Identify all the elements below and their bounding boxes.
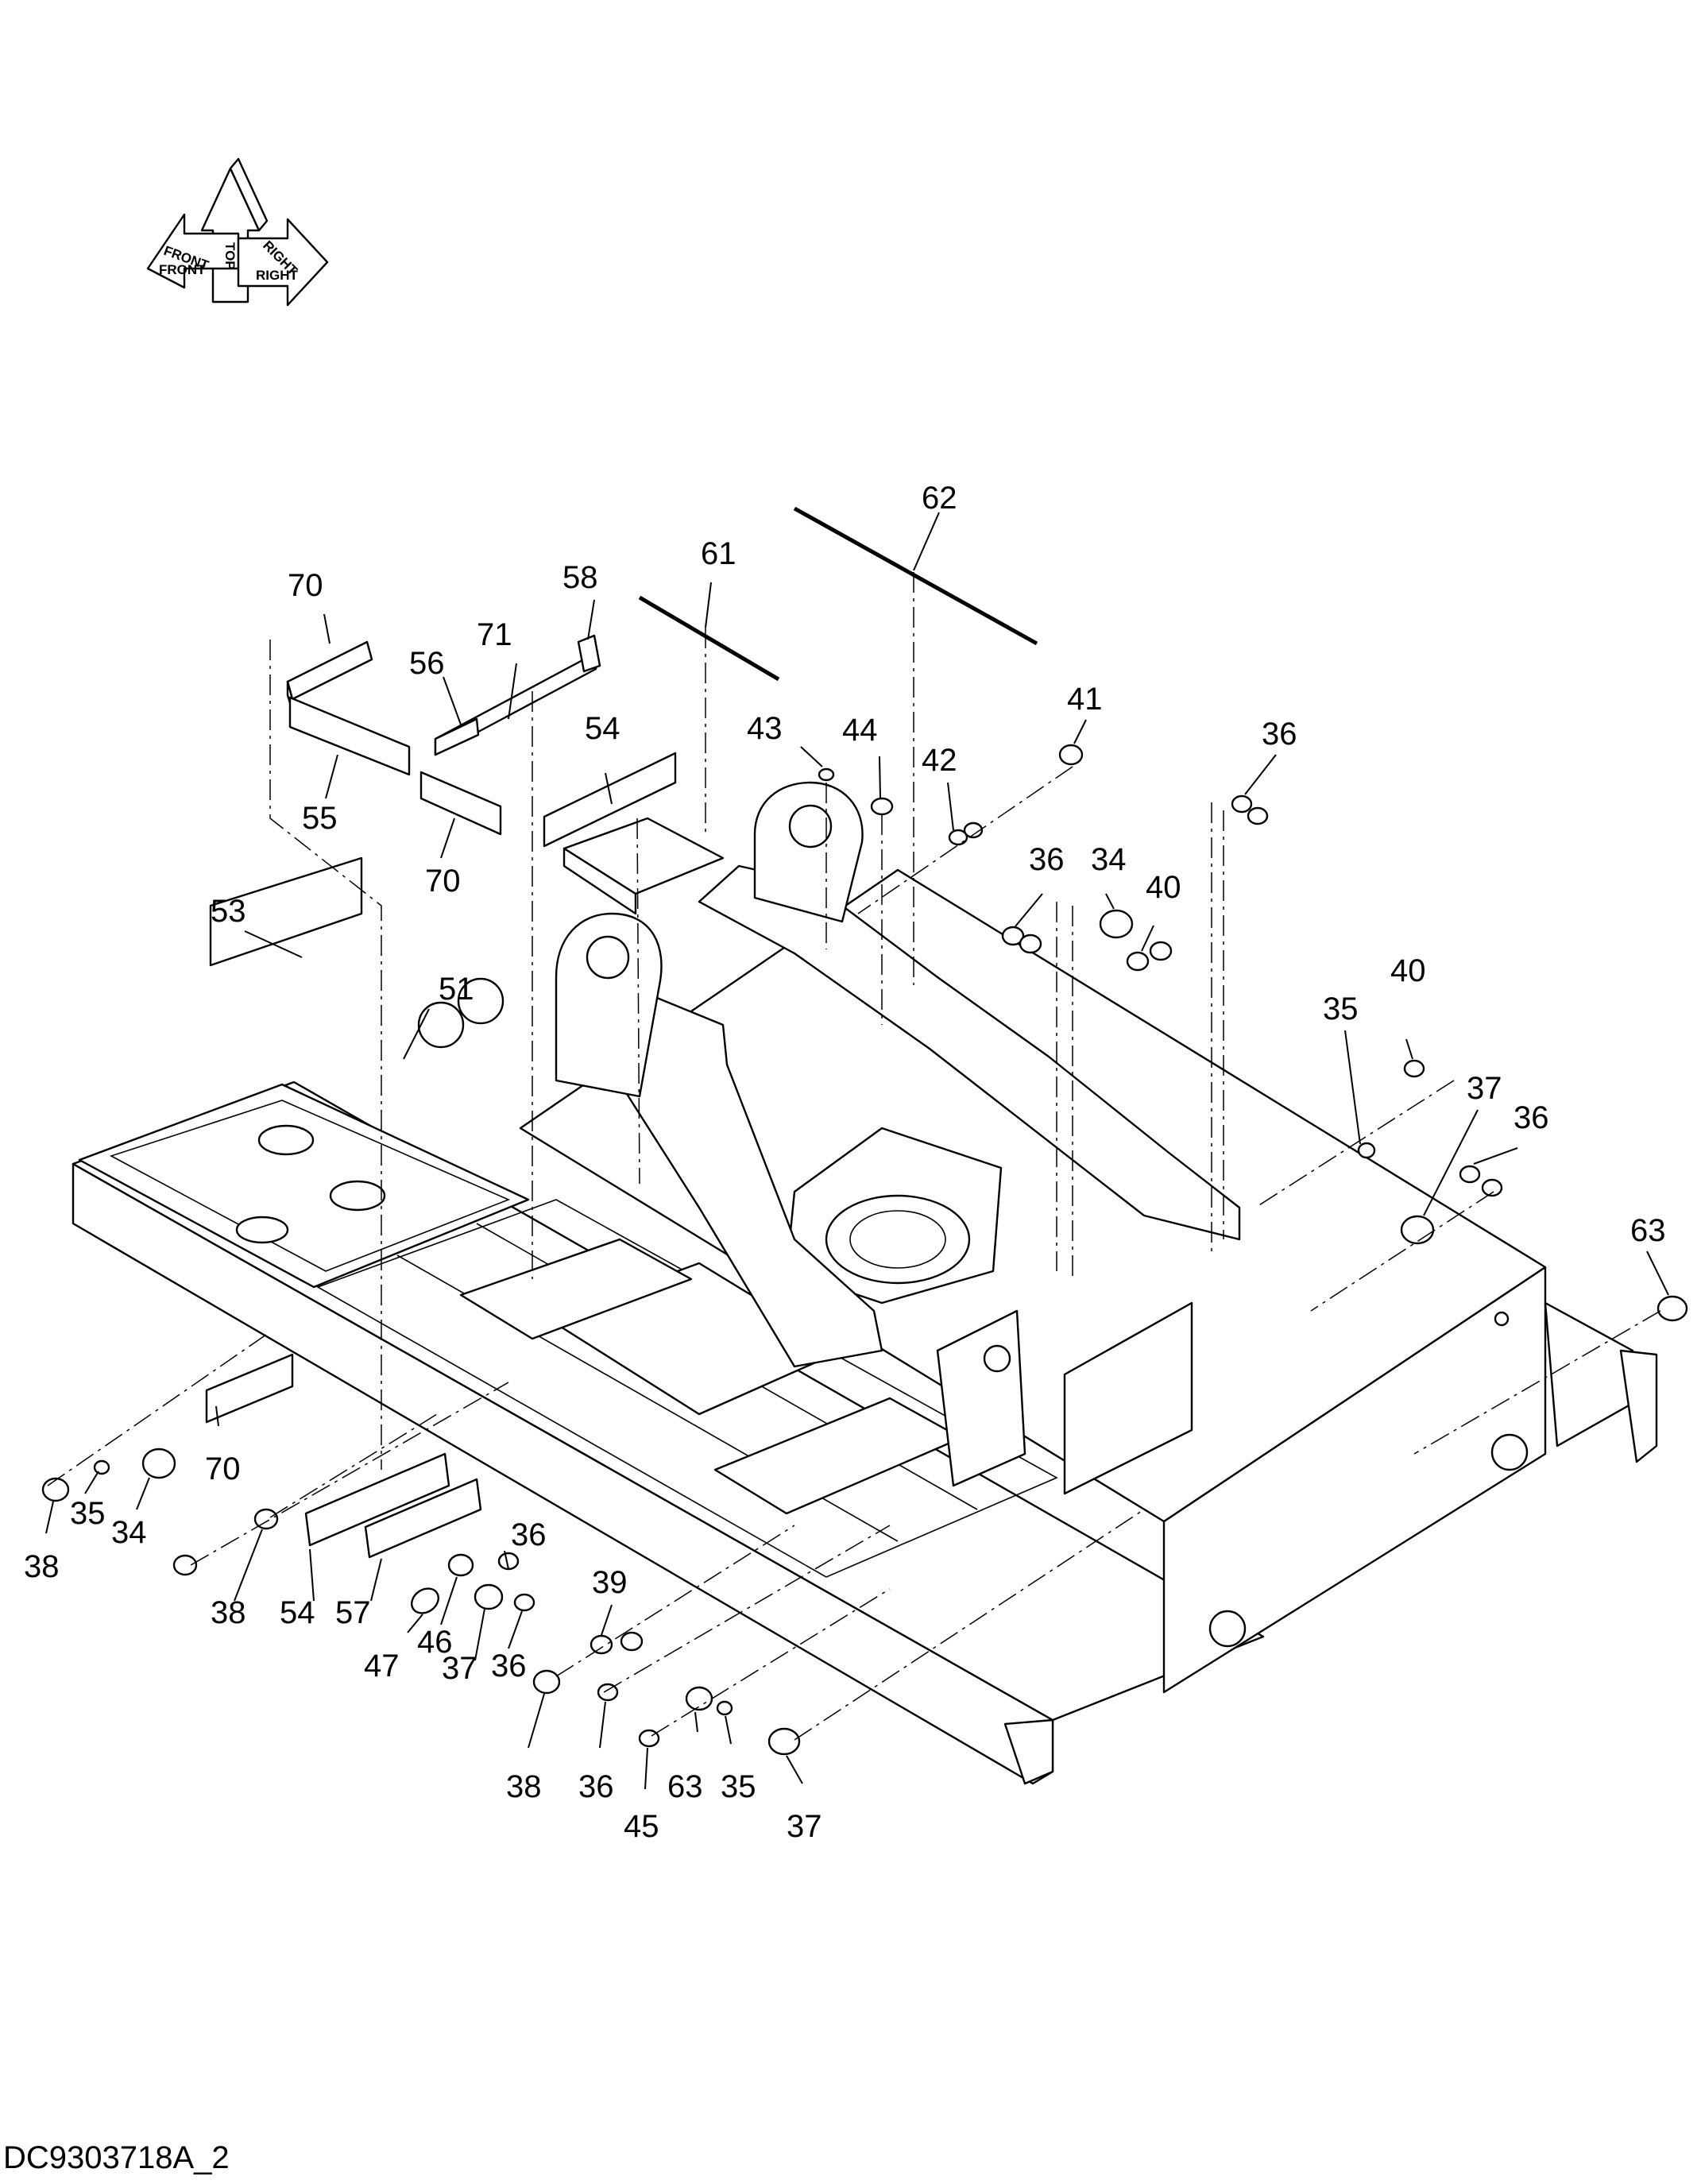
callout-43: 43 (747, 711, 783, 746)
callout-39: 39 (592, 1565, 628, 1600)
callout-54-top: 54 (585, 711, 620, 746)
callout-35-center: 35 (721, 1769, 756, 1804)
callout-41: 41 (1067, 682, 1103, 717)
callout-40-top: 40 (1146, 870, 1181, 905)
callout-71: 71 (477, 617, 512, 652)
orientation-right-label: RIGHT (256, 268, 299, 283)
callout-36-center: 36 (511, 1517, 547, 1552)
callout-61: 61 (701, 536, 736, 571)
drawing-code: DC9303718A_2 (3, 2140, 230, 2175)
upper-frame (72, 781, 1658, 1785)
callout-38-left: 38 (24, 1549, 60, 1584)
callout-37-right: 37 (1467, 1071, 1502, 1106)
callout-42: 42 (922, 743, 957, 778)
callout-36-right: 36 (1514, 1100, 1549, 1135)
callout-54-bottom: 54 (280, 1595, 315, 1630)
callout-58: 58 (562, 560, 598, 595)
callout-36-top-right: 36 (1262, 717, 1297, 752)
callout-36-mid: 36 (1029, 842, 1065, 877)
assembly-lines (47, 572, 1661, 1741)
callout-70-bottom: 70 (205, 1451, 241, 1486)
callout-38-bottom: 38 (211, 1595, 246, 1630)
callout-51: 51 (439, 972, 474, 1007)
callout-70-top: 70 (288, 568, 323, 603)
callout-63-center: 63 (667, 1769, 703, 1804)
direction-arrows-icon: TOP FRONT FRONT RIGHT RIGHT (146, 157, 329, 307)
callout-53: 53 (211, 894, 246, 929)
leader-lines (45, 512, 1669, 1790)
callout-44: 44 (842, 713, 878, 748)
callout-57: 57 (335, 1595, 371, 1630)
orientation-top-label: TOP (222, 242, 238, 270)
callout-36-center-low: 36 (491, 1649, 527, 1683)
callout-40-right: 40 (1390, 953, 1426, 988)
callout-70-mid: 70 (425, 864, 461, 899)
callout-37-low: 37 (787, 1809, 822, 1844)
callout-62: 62 (922, 481, 957, 516)
loose-parts (41, 506, 1688, 1756)
callout-38-center: 38 (506, 1769, 542, 1804)
callout-47: 47 (364, 1649, 400, 1683)
callout-46: 46 (417, 1625, 453, 1660)
callout-37-center: 37 (442, 1651, 477, 1686)
orientation-front-label: FRONT (159, 262, 206, 277)
callout-labels: 62 61 70 58 71 56 55 70 54 43 44 42 41 3… (24, 481, 1666, 1844)
callout-34-top: 34 (1091, 842, 1127, 877)
callout-55: 55 (302, 801, 338, 836)
callout-35-left: 35 (70, 1496, 106, 1531)
callout-34-bottom: 34 (111, 1515, 147, 1550)
callout-63-right: 63 (1630, 1213, 1666, 1248)
callout-35-right: 35 (1323, 991, 1359, 1026)
callout-45: 45 (624, 1809, 659, 1844)
callout-56: 56 (409, 646, 445, 681)
callout-36-low: 36 (578, 1769, 614, 1804)
